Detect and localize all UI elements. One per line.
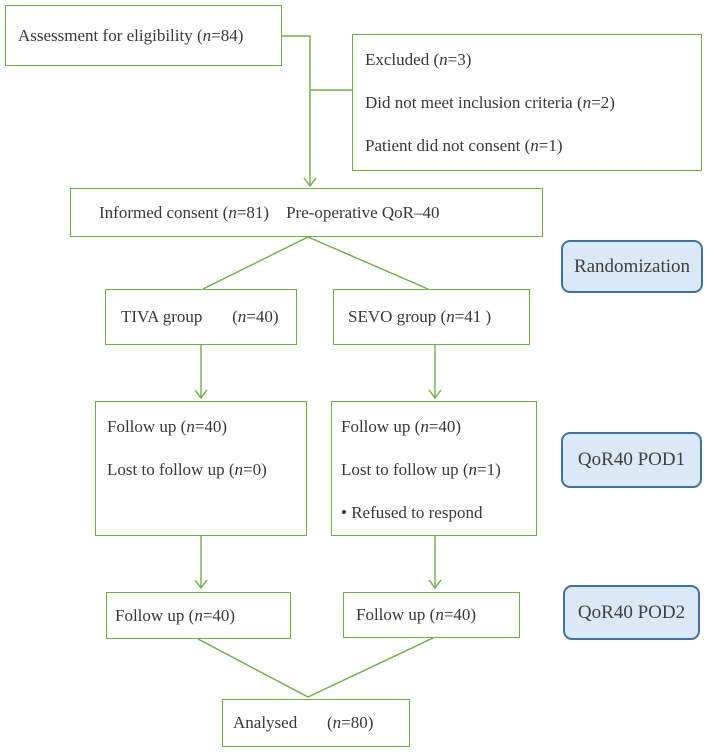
box-line: Lost to follow up (n=1) — [341, 460, 501, 479]
connector-converge-right — [307, 637, 434, 698]
box-line: Follow up (n=40) — [341, 417, 462, 436]
qor40-pod1-badge: QoR40 POD1 — [561, 432, 702, 488]
box-line: Lost to follow up (n=0) — [107, 460, 267, 479]
box-line: Did not meet inclusion criteria (n=2) — [365, 93, 615, 112]
box-line: • Refused to respond — [341, 503, 483, 522]
box-line: Informed consent (n=81) Pre-operative Qo… — [99, 202, 440, 222]
box-line: Patient did not consent (n=1) — [365, 136, 563, 155]
box-line: Follow up (n=40) — [356, 605, 477, 624]
arrowhead-followup2-tiva — [194, 579, 208, 590]
box-line: Assessment for eligibility (n=84) — [18, 25, 244, 45]
arrowhead-followup1-tiva — [194, 389, 208, 400]
followup-pod2-sevo-box: Follow up (n=40) — [343, 592, 520, 638]
box-line: TIVA group (n=40) — [121, 307, 279, 326]
excluded-box: Excluded (n=3) Did not meet inclusion cr… — [352, 34, 702, 171]
box-line: Analysed (n=80) — [233, 713, 374, 732]
randomization-badge: Randomization — [561, 240, 703, 293]
box-line: Follow up (n=40) — [115, 605, 236, 625]
tiva-group-box: TIVA group (n=40) — [105, 289, 297, 345]
box-line: Follow up (n=40) — [107, 417, 228, 436]
arrowhead-followup1-sevo — [428, 389, 442, 400]
analysed-box: Analysed (n=80) — [222, 699, 410, 747]
followup-pod1-sevo-box: Follow up (n=40) Lost to follow up (n=1)… — [331, 401, 537, 536]
arrowhead-informed-consent — [303, 177, 317, 188]
connector-assessment-down — [282, 35, 311, 186]
badge-label: Randomization — [573, 255, 691, 277]
connector-diagonal-tiva — [202, 236, 309, 290]
box-line: Excluded (n=3) — [365, 50, 472, 69]
connector-converge-left — [197, 638, 309, 698]
arrowhead-followup2-sevo — [428, 579, 442, 590]
assessment-box: Assessment for eligibility (n=84) — [5, 5, 282, 66]
informed-consent-box: Informed consent (n=81) Pre-operative Qo… — [70, 188, 543, 237]
badge-label: QoR40 POD1 — [577, 449, 686, 470]
qor40-pod2-badge: QoR40 POD2 — [563, 585, 700, 640]
followup-pod2-tiva-box: Follow up (n=40) — [106, 592, 291, 639]
badge-label: QoR40 POD2 — [577, 601, 686, 623]
connector-diagonal-sevo — [307, 236, 429, 290]
sevo-group-box: SEVO group (n=41 ) — [333, 289, 530, 345]
followup-pod1-tiva-box: Follow up (n=40) Lost to follow up (n=0) — [95, 401, 307, 536]
box-line: SEVO group (n=41 ) — [348, 307, 492, 326]
